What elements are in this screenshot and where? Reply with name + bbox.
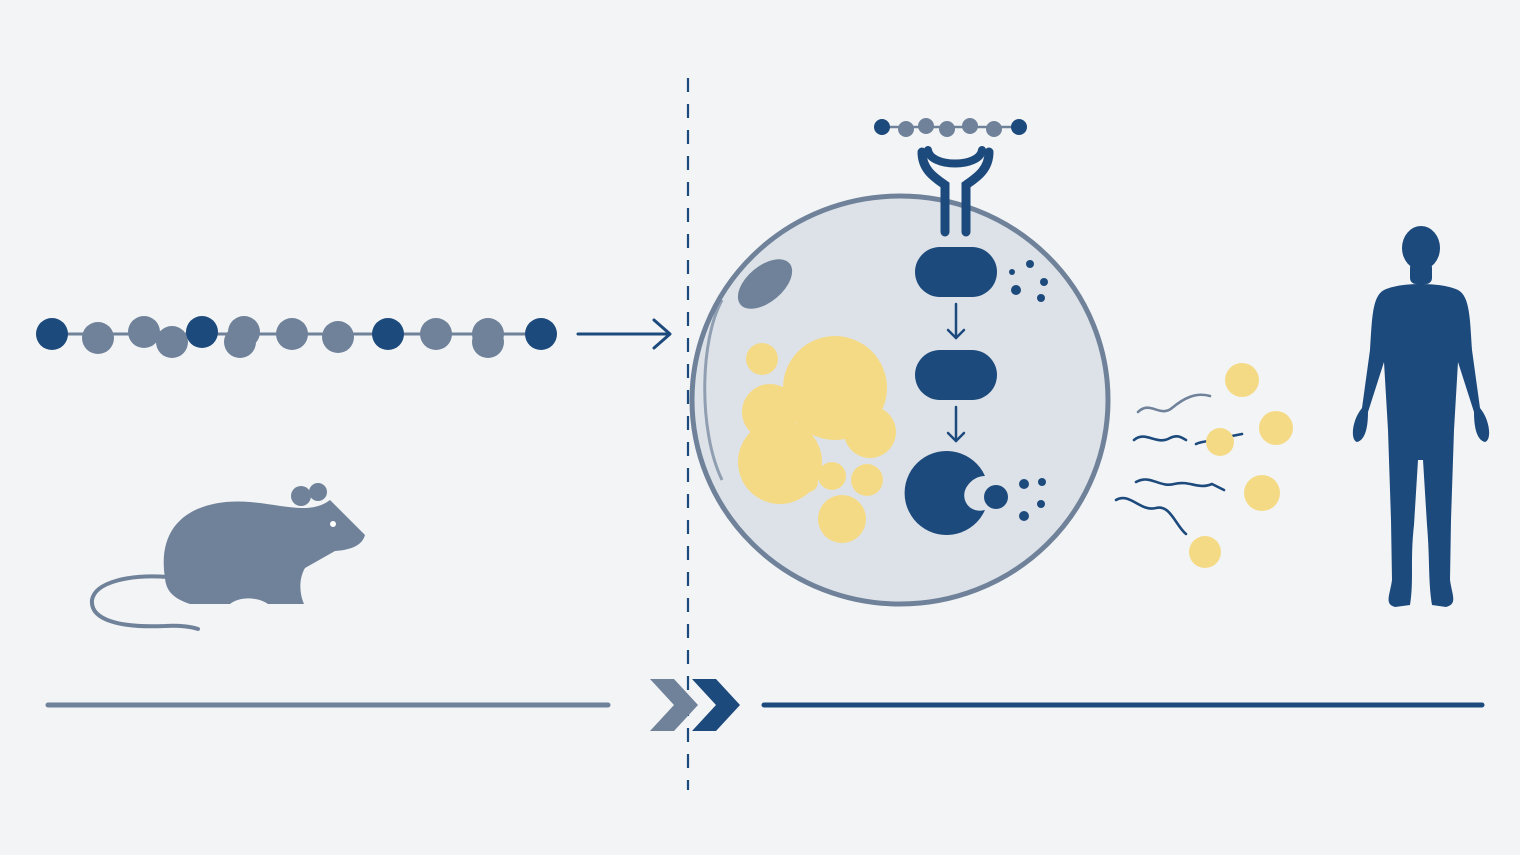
released-yellow-particle	[1259, 411, 1293, 445]
signal-node-2	[915, 350, 997, 400]
mouse-icon	[89, 483, 365, 631]
chain-bead	[372, 318, 404, 350]
small-particle	[1026, 260, 1034, 268]
squiggle-molecule	[1136, 393, 1212, 414]
pacman-node	[904, 451, 985, 535]
small-particle	[1009, 269, 1015, 275]
yellow-vesicle	[818, 495, 866, 543]
peptide-chain-top	[874, 118, 1027, 137]
released-yellow-particle	[1225, 363, 1259, 397]
squiggle-molecule	[1132, 435, 1188, 442]
chain-bead	[420, 318, 452, 350]
yellow-vesicle	[742, 384, 798, 440]
small-particle	[1019, 479, 1029, 489]
chain-bead	[472, 326, 504, 358]
cascade-arrows	[946, 302, 966, 443]
chain-bead	[525, 318, 557, 350]
yellow-vesicle	[798, 472, 818, 492]
small-particle	[1037, 294, 1045, 302]
small-particle	[1037, 500, 1045, 508]
top-chain-bead	[962, 118, 978, 134]
chain-bead	[224, 326, 256, 358]
yellow-vesicle	[818, 462, 846, 490]
chain-bead	[276, 318, 308, 350]
released-yellow-particle	[1206, 428, 1234, 456]
chain-bead	[156, 326, 188, 358]
chain-bead	[186, 316, 218, 348]
yellow-vesicle-cluster	[738, 336, 896, 543]
peptide-chain-left	[36, 316, 557, 358]
signal-cascade	[904, 247, 1008, 535]
squiggle-molecule	[1114, 496, 1188, 536]
released-yellow-particle	[1244, 475, 1280, 511]
yellow-vesicle	[746, 343, 778, 375]
top-chain-bead	[939, 121, 955, 137]
released-yellow-particle	[1189, 536, 1221, 568]
timeline	[45, 679, 1485, 731]
chain-beads	[36, 316, 557, 358]
chain-bead	[128, 316, 160, 348]
small-particle	[1019, 511, 1029, 521]
y-receptor-icon	[917, 146, 994, 237]
chain-bead	[36, 318, 68, 350]
top-chain-bead	[986, 121, 1002, 137]
yellow-vesicle	[844, 406, 896, 458]
released-fragment	[984, 485, 1008, 509]
top-chain-bead	[874, 119, 890, 135]
human-figure-icon	[1352, 226, 1490, 607]
small-particle	[1038, 478, 1046, 486]
top-chain-bead	[898, 121, 914, 137]
membrane-fold	[703, 299, 724, 481]
yellow-vesicle	[851, 464, 883, 496]
small-particle	[1040, 278, 1048, 286]
small-particles	[1009, 260, 1048, 521]
top-chain-bead	[918, 118, 934, 134]
released-yellow-particles	[1189, 363, 1293, 568]
cell-icon	[689, 193, 1111, 607]
top-chain-bead	[1011, 119, 1027, 135]
signal-node-1	[915, 247, 997, 297]
chain-bead	[322, 321, 354, 353]
small-particle	[1011, 285, 1021, 295]
squiggle-molecule	[1134, 478, 1226, 492]
chain-bead	[82, 322, 114, 354]
organelle	[737, 259, 793, 309]
double-chevron-icon-left	[650, 679, 698, 731]
arrow-right-icon	[576, 318, 672, 350]
double-chevron-icon-right	[692, 679, 740, 731]
